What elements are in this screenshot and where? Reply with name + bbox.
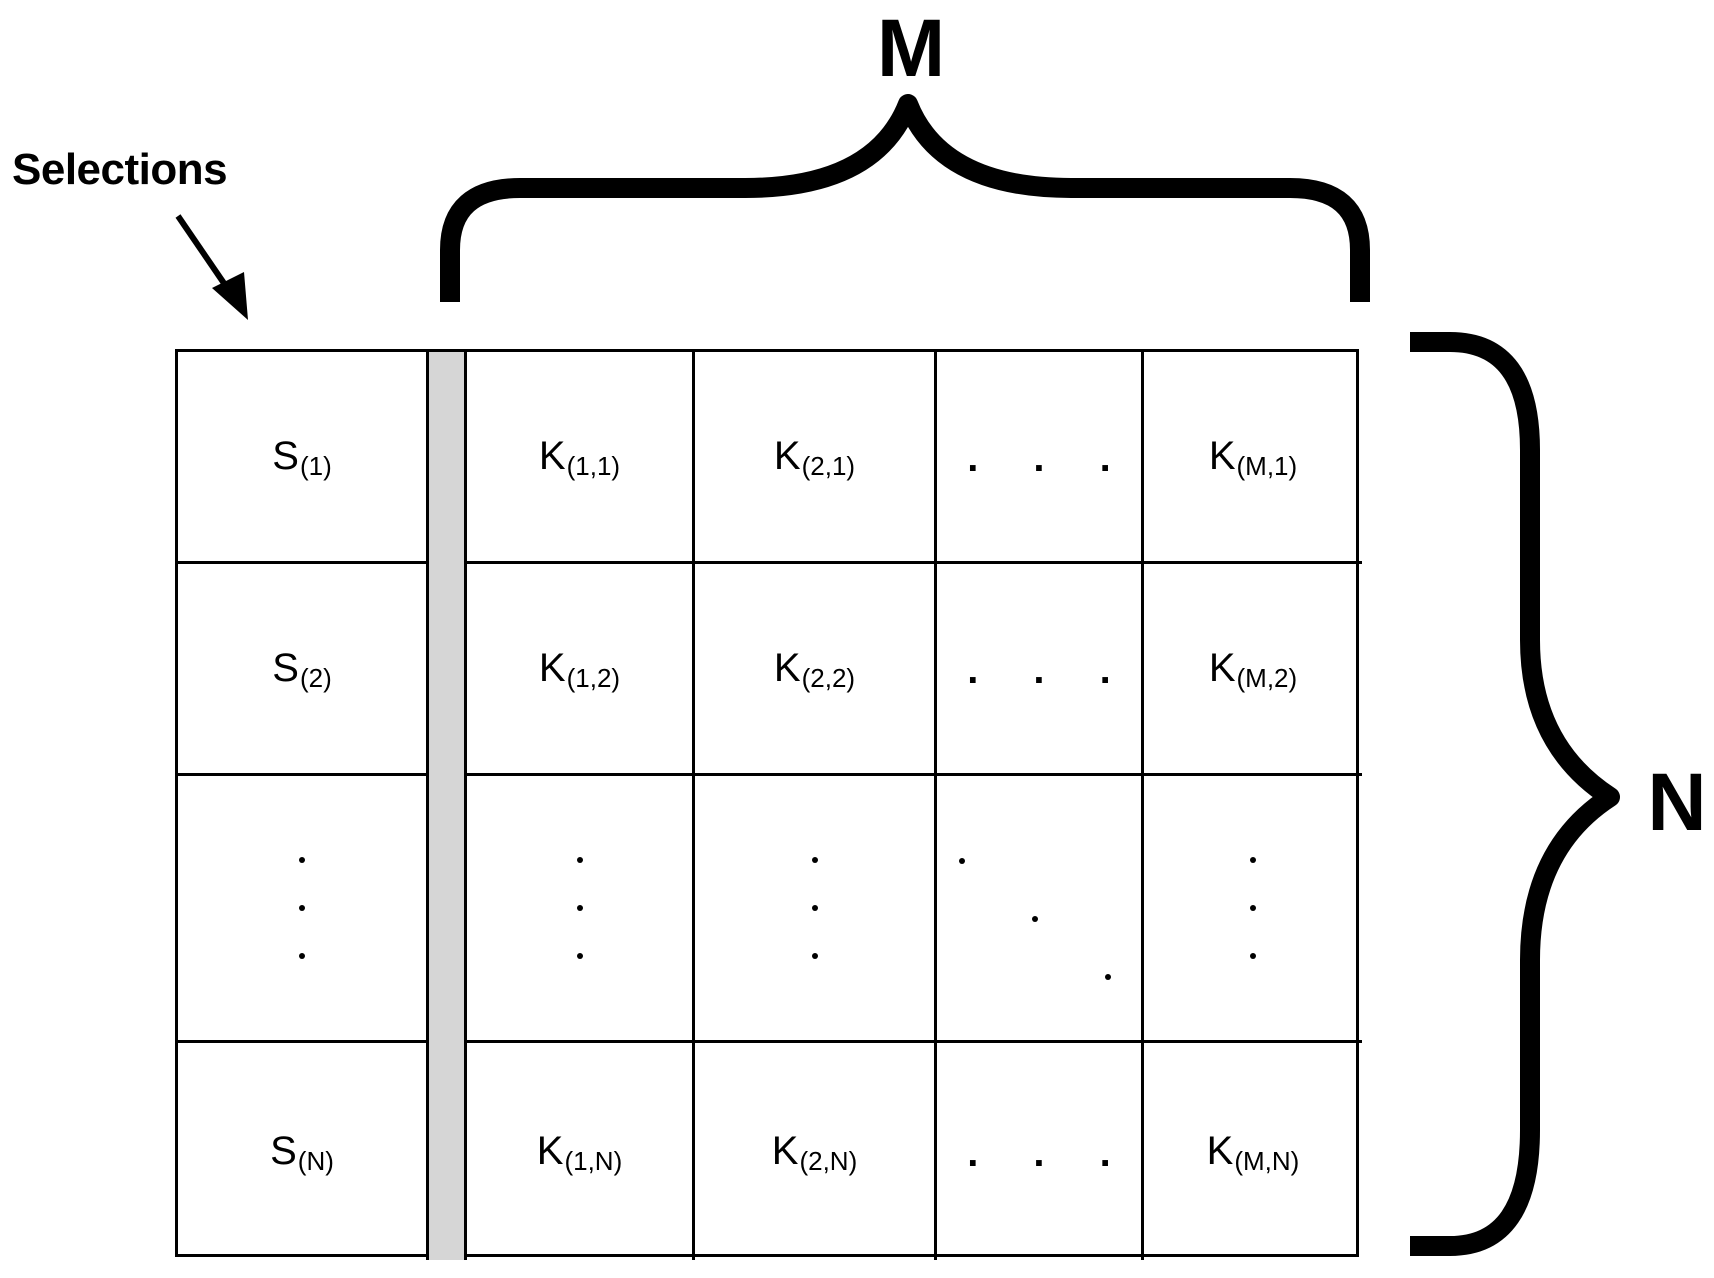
- key-subscript: (1,2): [566, 663, 621, 693]
- key-base: K: [773, 646, 801, 690]
- key-base: K: [1208, 434, 1236, 478]
- key-base: K: [1208, 646, 1236, 690]
- key-cell-2-n: K(2,N): [695, 1043, 937, 1260]
- horizontal-ellipsis: . . .: [967, 648, 1133, 692]
- vertical-ellipsis: [811, 857, 818, 959]
- key-base: K: [1206, 1129, 1234, 1173]
- key-subscript: (1,1): [566, 451, 621, 481]
- selection-key-matrix: S(1) K(1,1) K(2,1) . . . K(M,1) S(2) K(1…: [175, 349, 1362, 1260]
- key-subscript: (2,N): [799, 1146, 858, 1176]
- key-base: K: [536, 1129, 564, 1173]
- selections-label: Selections: [12, 145, 228, 194]
- selection-subscript: (2): [299, 663, 332, 693]
- gray-separator-column: [429, 352, 467, 1260]
- diagonal-dots-cell: [937, 776, 1144, 1043]
- key-base: K: [538, 434, 566, 478]
- key-subscript: (1,N): [564, 1146, 623, 1176]
- key-base: K: [771, 1129, 799, 1173]
- top-brace-label: M: [876, 3, 946, 94]
- ellipsis-cell: . . .: [937, 352, 1144, 564]
- key-subscript: (2,1): [801, 451, 856, 481]
- ellipsis-cell: . . .: [937, 1043, 1144, 1260]
- key-vertical-dots-cell-1: [467, 776, 695, 1043]
- key-cell-1-2: K(1,2): [467, 564, 695, 776]
- key-cell-m-1: K(M,1): [1144, 352, 1362, 564]
- key-vertical-dots-cell-m: [1144, 776, 1362, 1043]
- selection-subscript: (N): [297, 1146, 334, 1176]
- ellipsis-cell: . . .: [937, 564, 1144, 776]
- selection-vertical-dots-cell: [178, 776, 429, 1043]
- key-subscript: (2,2): [801, 663, 856, 693]
- horizontal-ellipsis: . . .: [967, 436, 1133, 480]
- key-cell-1-n: K(1,N): [467, 1043, 695, 1260]
- diagonal-ellipsis: [937, 776, 1141, 1040]
- vertical-ellipsis: [299, 857, 305, 959]
- key-base: K: [538, 646, 566, 690]
- selections-arrow: [175, 214, 248, 320]
- vertical-ellipsis: [576, 857, 583, 959]
- key-cell-2-1: K(2,1): [695, 352, 937, 564]
- key-cell-2-2: K(2,2): [695, 564, 937, 776]
- key-vertical-dots-cell-2: [695, 776, 937, 1043]
- selection-base: S: [272, 434, 299, 478]
- selection-cell-n: S(N): [178, 1043, 429, 1260]
- selection-base: S: [270, 1129, 297, 1173]
- key-subscript: (M,2): [1236, 663, 1298, 693]
- selection-subscript: (1): [299, 451, 332, 481]
- key-subscript: (M,1): [1236, 451, 1298, 481]
- selection-cell-2: S(2): [178, 564, 429, 776]
- selection-base: S: [272, 646, 299, 690]
- vertical-ellipsis: [1250, 857, 1256, 959]
- horizontal-ellipsis: . . .: [967, 1131, 1133, 1175]
- selection-cell-1: S(1): [178, 352, 429, 564]
- key-base: K: [773, 434, 801, 478]
- top-curly-brace: [440, 94, 1370, 302]
- key-cell-m-n: K(M,N): [1144, 1043, 1362, 1260]
- key-cell-1-1: K(1,1): [467, 352, 695, 564]
- key-cell-m-2: K(M,2): [1144, 564, 1362, 776]
- right-curly-brace: [1410, 332, 1620, 1256]
- key-subscript: (M,N): [1234, 1146, 1300, 1176]
- right-brace-label: N: [1647, 757, 1707, 848]
